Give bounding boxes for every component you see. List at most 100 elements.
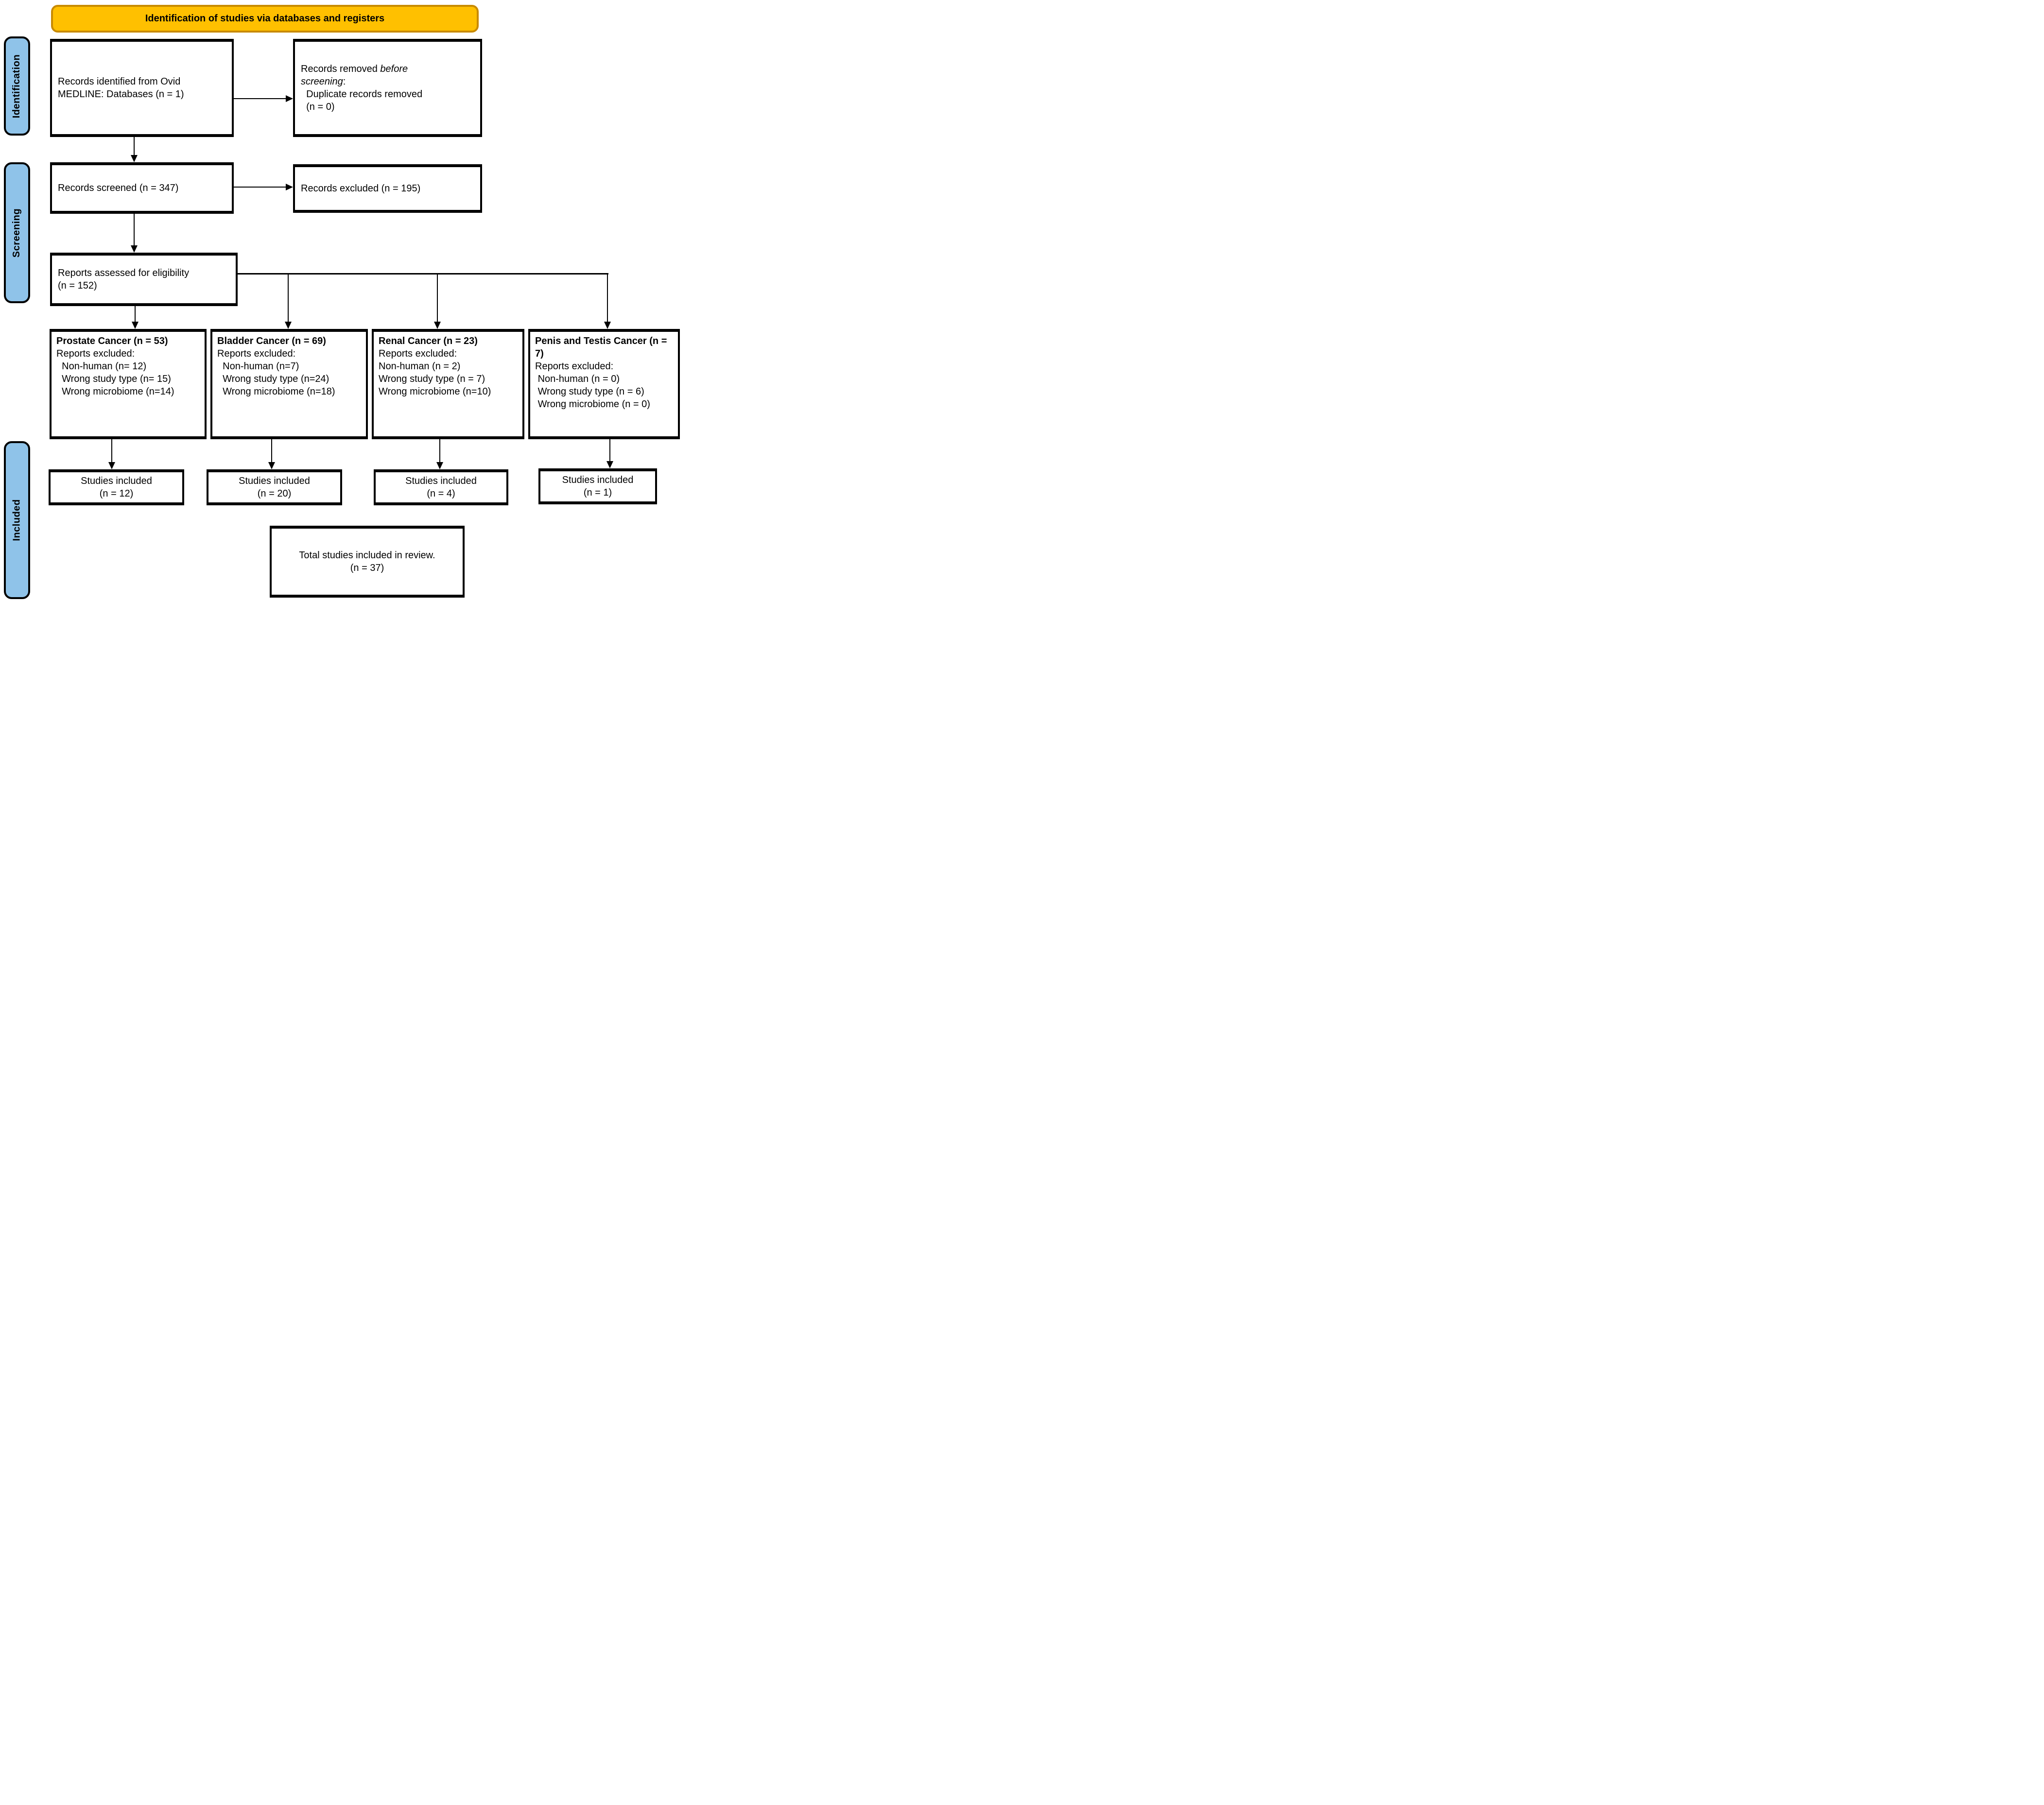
text-line: Studies included — [405, 476, 477, 486]
text-line: Studies included — [81, 476, 152, 486]
records-excluded-text: Records excluded (n = 195) — [301, 183, 421, 194]
records-removed-italic: before screening — [301, 64, 408, 87]
arrow-screened-to-assessed-stem — [134, 214, 135, 246]
box-penis-testis-cancer: Penis and Testis Cancer (n = 7) Reports … — [528, 329, 680, 439]
arrow-screened-to-excluded-stem — [234, 187, 286, 188]
text-line: Non-human (n = 2) — [379, 361, 461, 372]
prisma-flow-diagram: Identification of studies via databases … — [0, 0, 681, 602]
text-line: Wrong microbiome (n=10) — [379, 386, 491, 397]
branch-line-assessed — [238, 273, 608, 275]
text-line: Reports excluded: — [56, 348, 135, 359]
text-line: Wrong study type (n = 6) — [535, 386, 644, 397]
box-bladder-cancer: Bladder Cancer (n = 69) Reports excluded… — [210, 329, 368, 439]
studies-included-prostate-text: Studies included (n = 12) — [51, 475, 182, 500]
arrow-assessed-to-prostate-stem — [135, 306, 136, 322]
arrow-assessed-to-renal-stem — [437, 273, 438, 322]
bladder-title: Bladder Cancer (n = 69) — [217, 336, 326, 346]
arrowhead-down-icon — [132, 322, 139, 329]
text-line: Studies included — [562, 475, 634, 485]
arrowhead-right-icon — [286, 95, 293, 102]
stage-identification-text: Identification — [11, 54, 22, 118]
stage-label-identification: Identification — [4, 36, 30, 136]
arrowhead-down-icon — [604, 322, 611, 329]
total-included-text: Total studies included in review. (n = 37… — [272, 549, 463, 574]
penis-testis-title: Penis and Testis Cancer (n = 7) — [535, 336, 667, 359]
text-line: Non-human (n= 12) — [56, 361, 147, 372]
arrow-renal-to-included-stem — [439, 439, 440, 463]
arrowhead-down-icon — [436, 462, 443, 469]
box-studies-included-renal: Studies included (n = 4) — [374, 469, 508, 505]
text-line: (n = 1) — [583, 487, 612, 498]
arrowhead-down-icon — [131, 245, 138, 253]
records-removed-details: Duplicate records removed (n = 0) — [301, 88, 476, 113]
arrowhead-down-icon — [285, 322, 292, 329]
text-line: Total studies included in review. — [299, 550, 435, 561]
arrowhead-right-icon — [286, 184, 293, 190]
renal-title: Renal Cancer (n = 23) — [379, 336, 478, 346]
arrowhead-down-icon — [606, 461, 613, 468]
box-records-excluded: Records excluded (n = 195) — [293, 164, 482, 213]
box-studies-included-prostate: Studies included (n = 12) — [49, 469, 184, 505]
arrowhead-down-icon — [434, 322, 441, 329]
bladder-exclusions: Reports excluded: Non-human (n=7) Wrong … — [217, 347, 361, 398]
text-line: Reports excluded: — [535, 361, 614, 372]
text-line: Reports assessed for eligibility — [58, 268, 190, 278]
box-records-screened: Records screened (n = 347) — [50, 162, 234, 214]
title-banner-label: Identification of studies via databases … — [145, 13, 385, 24]
arrowhead-down-icon — [108, 462, 115, 469]
text-line: Non-human (n=7) — [217, 361, 299, 372]
studies-included-penis-text: Studies included (n = 1) — [540, 474, 655, 499]
text-line: (n = 0) — [301, 102, 335, 112]
text-line: (n = 4) — [427, 488, 455, 499]
arrowhead-down-icon — [268, 462, 275, 469]
text-line: Non-human (n = 0) — [535, 374, 620, 384]
reports-assessed-text: Reports assessed for eligibility (n = 152… — [58, 267, 232, 292]
text-line: Reports excluded: — [217, 348, 296, 359]
arrow-assessed-to-bladder-stem — [288, 273, 289, 322]
text-line: Wrong study type (n=24) — [217, 374, 329, 384]
text-line: MEDLINE: Databases (n = 1) — [58, 89, 184, 100]
text-line: (n = 12) — [99, 488, 134, 499]
arrow-assessed-to-penis-stem — [607, 273, 608, 322]
renal-exclusions: Reports excluded: Non-human (n = 2) Wrong … — [379, 347, 518, 398]
box-renal-cancer: Renal Cancer (n = 23) Reports excluded: N… — [372, 329, 524, 439]
studies-included-bladder-text: Studies included (n = 20) — [208, 475, 340, 500]
text-line: Wrong microbiome (n=14) — [56, 386, 174, 397]
text-line: (n = 152) — [58, 280, 97, 291]
stage-included-text: Included — [11, 499, 22, 541]
text-line: (n = 20) — [257, 488, 292, 499]
box-studies-included-bladder: Studies included (n = 20) — [207, 469, 342, 505]
text-line: Reports excluded: — [379, 348, 457, 359]
box-studies-included-penis: Studies included (n = 1) — [538, 468, 657, 504]
stage-label-included: Included — [4, 441, 30, 599]
records-screened-text: Records screened (n = 347) — [58, 183, 179, 193]
prostate-title: Prostate Cancer (n = 53) — [56, 336, 168, 346]
box-records-removed: Records removed before screening: Duplic… — [293, 39, 482, 137]
stage-label-screening: Screening — [4, 162, 30, 303]
records-removed-prefix: Records removed — [301, 64, 381, 74]
text-line: Wrong microbiome (n=18) — [217, 386, 335, 397]
text-line: Studies included — [239, 476, 310, 486]
arrow-identified-to-removed-stem — [234, 98, 286, 99]
arrow-prostate-to-included-stem — [111, 439, 112, 463]
text-line: Wrong study type (n = 7) — [379, 374, 485, 384]
box-prostate-cancer: Prostate Cancer (n = 53) Reports exclude… — [50, 329, 207, 439]
box-reports-assessed: Reports assessed for eligibility (n = 152… — [50, 253, 238, 306]
box-total-included: Total studies included in review. (n = 37… — [270, 526, 465, 598]
arrow-bladder-to-included-stem — [271, 439, 272, 463]
text-line: Duplicate records removed — [301, 89, 423, 100]
penis-testis-exclusions: Reports excluded: Non-human (n = 0) Wron… — [535, 360, 673, 411]
arrow-penis-to-included-stem — [609, 438, 610, 462]
stage-screening-text: Screening — [11, 208, 22, 258]
title-banner: Identification of studies via databases … — [51, 5, 479, 33]
text-line: (n = 37) — [350, 563, 384, 573]
studies-included-renal-text: Studies included (n = 4) — [376, 475, 506, 500]
text-line: Wrong study type (n= 15) — [56, 374, 171, 384]
arrow-identified-to-screened-stem — [134, 137, 135, 155]
text-line: Records identified from Ovid — [58, 76, 181, 87]
records-removed-suffix: : — [343, 76, 346, 87]
arrowhead-down-icon — [131, 155, 138, 162]
records-removed-heading: Records removed before screening: — [301, 63, 416, 88]
